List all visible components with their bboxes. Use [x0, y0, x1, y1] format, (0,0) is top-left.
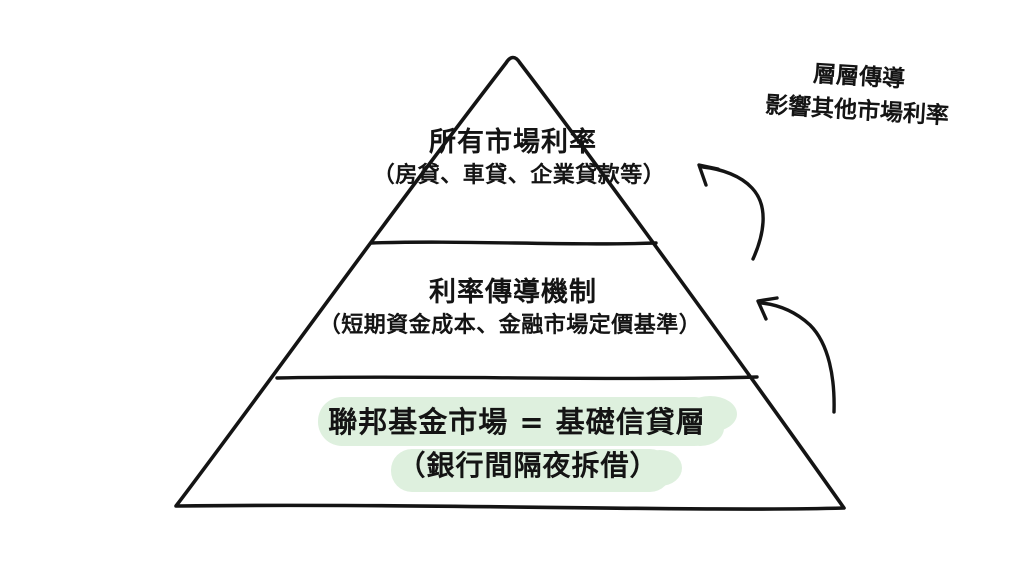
curved-arrow-up-icon-lower [756, 296, 836, 414]
tier-bottom-subtitle: （銀行間隔夜拆借） [397, 449, 659, 482]
tier-top-title: 所有市場利率 [429, 127, 597, 158]
curved-arrow-up-icon-upper [697, 163, 765, 261]
pyramid-outline [174, 55, 846, 511]
tier-top-subtitle: （房貸、車貸、企業貸款等） [372, 163, 666, 188]
tier-middle-title: 利率傳導機制 [429, 277, 597, 308]
tier-middle-subtitle: （短期資金成本、金融市場定價基準） [318, 313, 702, 338]
highlight-marker [318, 396, 737, 492]
tier-bottom-title: 聯邦基金市場 = 基礎信貸層 [328, 405, 706, 439]
tier-divider-upper [369, 240, 658, 246]
tier-divider-lower [275, 375, 759, 381]
transmission-annotation: 層層傳導 影響其他市場利率 [746, 53, 970, 134]
